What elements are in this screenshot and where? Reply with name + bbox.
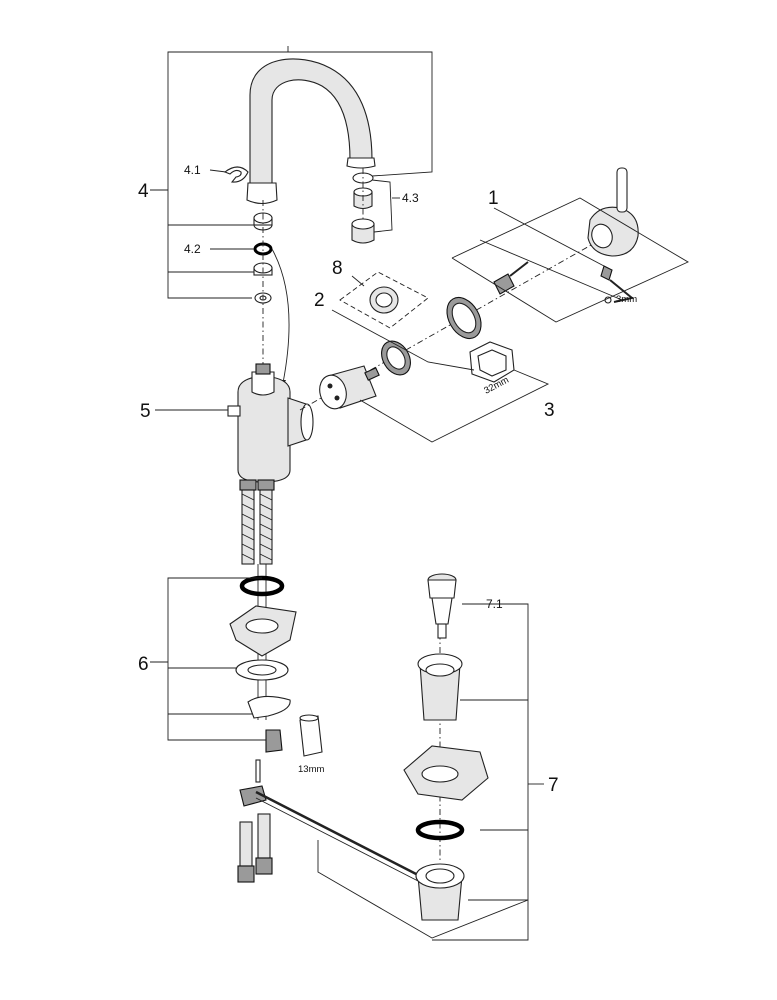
waste-trap-inner <box>425 868 455 884</box>
wrench-top <box>299 714 319 722</box>
label-4: 4 <box>138 181 149 202</box>
retaining-clip <box>223 166 249 183</box>
leader-1 <box>493 207 605 267</box>
handle-socket <box>591 223 613 249</box>
bracket-6 <box>167 577 266 741</box>
cartridge-nut-inner <box>386 346 406 370</box>
label-6: 6 <box>138 654 149 675</box>
handle-lever-rod <box>616 167 628 213</box>
bracket-7 <box>432 603 529 941</box>
socket-32mm <box>469 341 515 383</box>
label-4-2: 4.2 <box>184 242 201 256</box>
body-top-fitting <box>251 371 275 396</box>
leader-2 <box>331 309 475 371</box>
screw <box>509 261 529 277</box>
label-3: 3 <box>544 400 555 421</box>
lower-hose-right-nut <box>255 857 273 875</box>
bracket-4-3 <box>371 179 393 233</box>
aerator-housing-top <box>351 218 375 230</box>
hose-right-braid <box>259 493 273 561</box>
lower-hose-right <box>257 813 271 859</box>
fixing-nut <box>265 729 283 753</box>
callout-labels: 1 2 3 4 4.1 4.2 4.3 5 6 7 7.1 8 3mm 32mm… <box>138 163 637 796</box>
handle-lever <box>587 167 639 304</box>
pop-up-rod-edge <box>255 797 421 883</box>
spout-tip <box>346 157 376 169</box>
cover-cap-8 <box>339 271 429 329</box>
rod-clamp <box>239 785 267 807</box>
plug-cap-rim <box>427 579 457 599</box>
label-2: 2 <box>314 290 325 311</box>
bracket-7-lower <box>317 840 529 939</box>
hose-arc <box>271 248 290 389</box>
hose-left-nut <box>239 479 257 491</box>
cartridge-port-a <box>327 383 333 389</box>
adapter-screw <box>493 261 529 295</box>
grub-screw <box>600 265 613 281</box>
lower-hose-left-nut <box>237 865 255 883</box>
leader-8 <box>351 275 365 287</box>
label-4-3: 4.3 <box>402 191 419 205</box>
spout-collar <box>246 182 278 205</box>
bracket-4 <box>150 46 433 299</box>
label-4-1: 4.1 <box>184 163 201 177</box>
leader-1-b <box>479 239 623 301</box>
spout-assembly <box>246 58 376 205</box>
o-ring-base <box>239 575 285 597</box>
escutcheon-inner <box>451 302 477 334</box>
hose-right <box>259 483 273 565</box>
body-boss-face <box>300 403 314 441</box>
rod-pin <box>255 759 261 783</box>
base-washer-hole <box>247 664 277 676</box>
cartridge-port-b <box>334 395 340 401</box>
bracket-1-box <box>451 197 689 323</box>
label-7-1: 7.1 <box>486 597 503 611</box>
part-8-box <box>339 271 429 329</box>
label-5: 5 <box>140 401 151 422</box>
part-8-bore <box>375 292 393 308</box>
plug-stem-end <box>437 623 447 639</box>
waste-o-ring <box>415 819 465 841</box>
horseshoe-plate <box>247 695 291 719</box>
bracket-3 <box>359 369 550 443</box>
cartridge-face <box>319 374 347 410</box>
pop-up-waste-7 <box>403 573 544 941</box>
label-1: 1 <box>488 188 499 209</box>
wrench-13mm <box>299 715 323 757</box>
label-hex-key-size: 3mm <box>616 294 637 305</box>
waste-gasket-hole <box>421 765 459 783</box>
plug-stem <box>431 597 453 625</box>
socket-hex-inner <box>477 349 507 377</box>
leader-4-1 <box>209 169 227 173</box>
label-wrench-size: 13mm <box>298 764 324 775</box>
lower-hose-left <box>239 821 253 867</box>
bracket-4-right <box>288 51 433 177</box>
gasket-hole <box>245 618 279 634</box>
tap-body <box>155 363 314 483</box>
hex-key <box>609 279 635 303</box>
bracket-4-outline <box>167 51 288 299</box>
label-8: 8 <box>332 258 343 279</box>
body-lever-stub <box>227 405 241 417</box>
cartridge-nut-2 <box>381 340 411 376</box>
waste-flange-inner <box>425 663 455 677</box>
hose-left <box>241 483 255 565</box>
escutcheon-ring <box>446 296 482 340</box>
pop-up-rod <box>255 790 421 878</box>
base-fixing-6 <box>150 575 323 757</box>
adapter <box>493 273 515 295</box>
body-top-nipple <box>255 363 271 375</box>
hose-right-nut <box>257 479 275 491</box>
flex-hoses <box>239 479 275 720</box>
hose-left-braid <box>241 493 255 561</box>
cartridge <box>319 365 380 410</box>
leaders-upper-right <box>331 197 689 443</box>
label-7: 7 <box>548 775 559 796</box>
connection-rod <box>237 759 529 939</box>
cartridge-stem <box>364 367 380 381</box>
